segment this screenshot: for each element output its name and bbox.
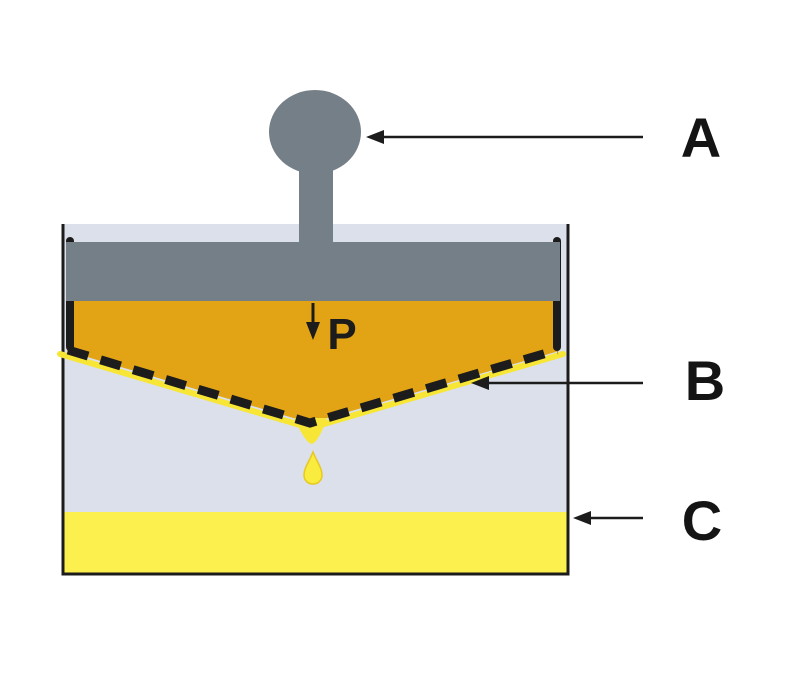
falling-drop (303, 449, 323, 485)
annotation-b-label: B (685, 349, 725, 412)
annotation-a-arrow-head-icon (366, 130, 384, 144)
annotation-b-arrow-head-icon (471, 376, 489, 390)
piston-rod (299, 168, 333, 246)
vessel-walls (61, 224, 570, 576)
pressure-arrow-head-icon (306, 322, 320, 340)
filtrate-bottom-layer (63, 512, 568, 574)
filter-membrane-dashed (66, 345, 559, 428)
piston-plate (66, 242, 560, 301)
plunger-knob (269, 90, 361, 174)
annotation-c-arrow-head-icon (573, 511, 591, 525)
pulp-mass (66, 300, 560, 423)
annotation-c-label: C (682, 489, 722, 552)
pressure-label: P (327, 310, 356, 359)
annotation-a-label: A (681, 106, 721, 169)
